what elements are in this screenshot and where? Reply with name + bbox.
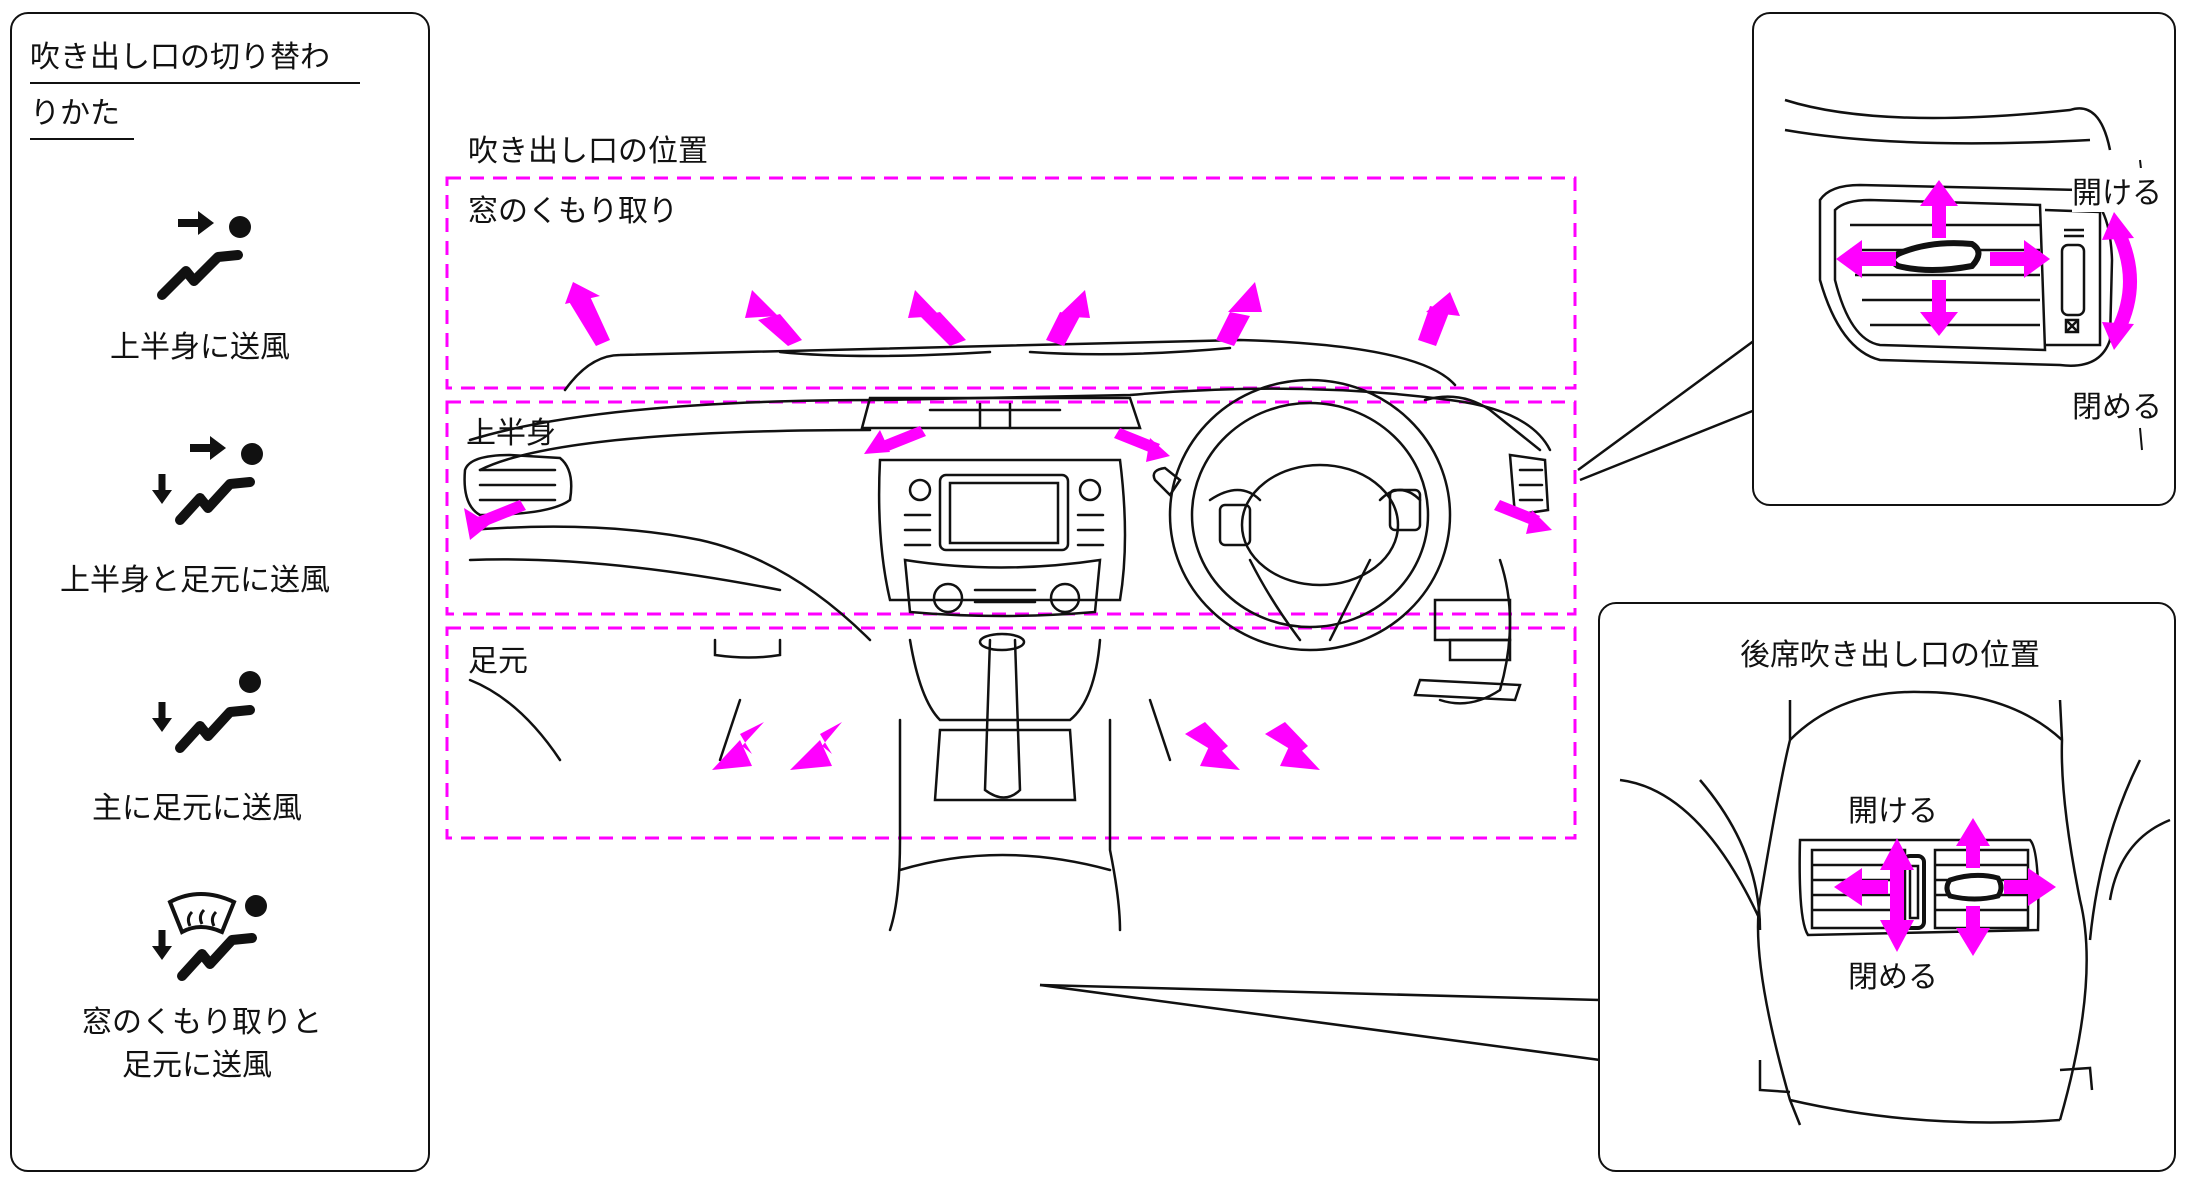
rear-vent-open-label: 開ける <box>1848 786 1938 830</box>
zone-label-defrost: 窓のくもり取り <box>468 194 678 229</box>
foot-zone <box>445 626 1577 840</box>
rear-vent-title: 後席吹き出し口の位置 <box>1740 638 2040 673</box>
rear-vent-direction-arrows <box>1834 818 2056 956</box>
foot-airflow-arrows <box>712 722 1320 770</box>
front-vent-close-label: 閉める <box>2072 382 2162 426</box>
upper-airflow-arrows <box>464 426 1552 540</box>
zone-label-upper: 上半身 <box>466 416 556 451</box>
mode-label-defrost-line1: 窓のくもり取りと <box>82 1005 322 1040</box>
upper-body-zone <box>445 400 1577 616</box>
front-vent-direction-arrows <box>1836 180 2137 350</box>
vent-locations-title: 吹き出し口の位置 <box>468 134 708 169</box>
defrost-airflow-arrows <box>565 282 1460 346</box>
mode-label-face: 上半身に送風 <box>110 330 290 365</box>
zone-label-foot: 足元 <box>468 644 528 679</box>
modes-title-line2: りかた <box>30 88 134 140</box>
front-vent-open-label: 開ける <box>2072 168 2162 212</box>
mode-label-defrost-line2: 足元に送風 <box>122 1048 272 1083</box>
rear-vent-close-label: 閉める <box>1848 952 1938 996</box>
modes-title-line1: 吹き出し口の切り替わ <box>30 32 360 84</box>
defrost-zone <box>445 176 1577 390</box>
mode-label-bi-level: 上半身と足元に送風 <box>60 563 330 598</box>
mode-label-foot: 主に足元に送風 <box>92 791 302 826</box>
